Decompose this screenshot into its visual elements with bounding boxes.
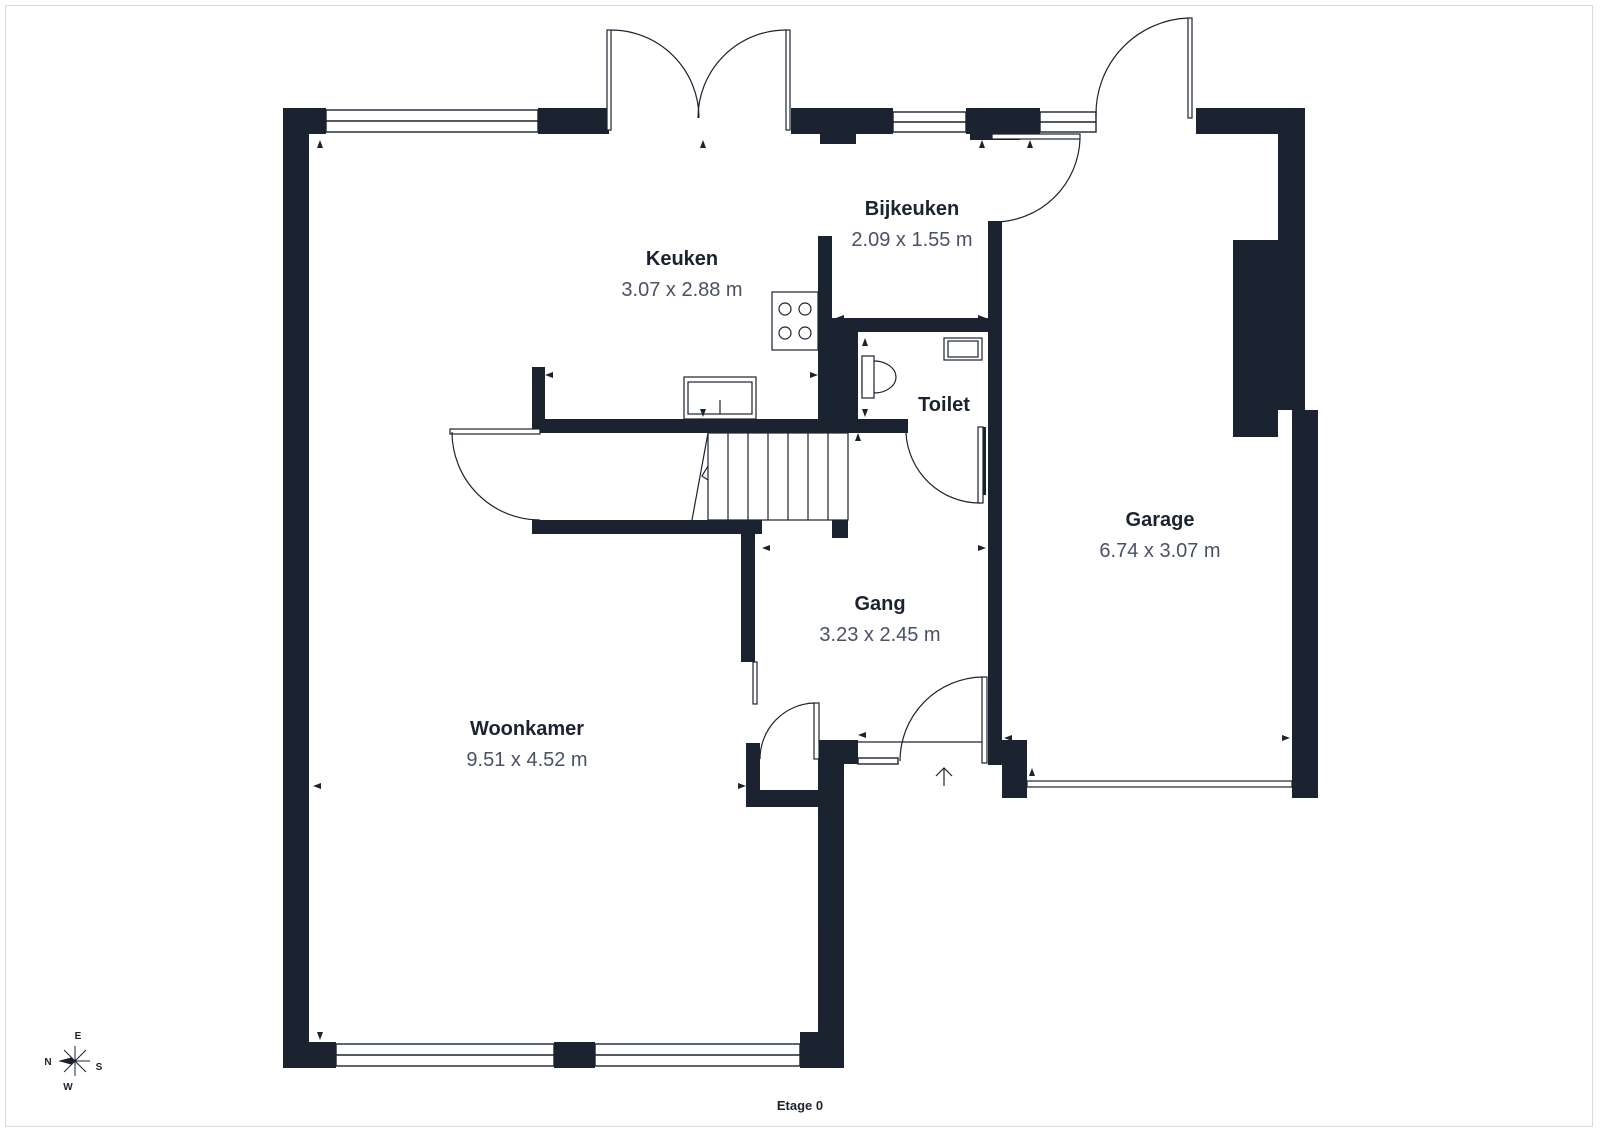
wall-bijkeuken-bottom [832,318,990,332]
garage-pillar [1233,240,1278,437]
wall-garage-left [988,221,1002,765]
room-dim-woonkamer: 9.51 x 4.52 m [466,749,587,771]
door-swing-right [697,29,787,119]
floor-label: Etage 0 [777,1098,823,1113]
wall-top-2 [538,108,609,134]
wall-bottom-3 [800,1032,844,1068]
stair-arrow [701,465,709,481]
measure-markers [313,140,1290,1040]
door-swing-left [610,29,700,119]
room-dim-gang: 3.23 x 2.45 m [819,624,940,646]
garage-door [1026,780,1293,788]
wall-top-1 [283,108,326,134]
door-swing-entry-small [759,702,815,760]
room-dim-keuken: 3.07 x 2.88 m [621,279,742,301]
window-entry [857,757,899,765]
wall-left [283,108,309,1068]
compass-north: N [44,1057,51,1068]
door-swing-toilet [905,432,981,504]
door-leaf-left [606,29,612,131]
door-leaf-garage [1187,17,1193,119]
door-leaf-gang [752,661,758,705]
wall-garage-right-upper [1278,108,1305,410]
toilet-bowl [861,360,897,394]
stair-post [832,520,848,538]
wall-top-4 [966,108,1040,134]
wall-top-3b [820,130,856,144]
door-leaf-woonkamer [449,428,541,435]
door-swing-bijkeuken [993,138,1081,223]
fixtures [683,291,983,786]
entrance-arrow [935,767,953,786]
stairs [707,432,849,521]
doors [449,17,1293,788]
room-name-woonkamer: Woonkamer [470,718,584,740]
compass-east: E [75,1031,82,1042]
wall-top-3 [791,108,893,134]
wall-garage-right-lower [1292,410,1318,798]
kitchen-sink [683,376,757,420]
cooktop [771,291,819,351]
wall-bottom-2 [554,1042,595,1068]
wall-garage-bottom-left [1002,740,1027,798]
compass-icon [58,1046,90,1076]
windows [325,109,1097,1067]
door-leaf-entry-small [813,702,820,760]
door-leaf-front [981,676,988,764]
door-swing-woonkamer [451,431,541,521]
door-swing-garage [1095,17,1189,117]
door-swing-front [899,676,983,762]
room-dim-bijkeuken: 2.09 x 1.55 m [851,229,972,251]
compass-rose: E N S W [44,1031,102,1093]
room-name-toilet: Toilet [918,394,970,416]
room-name-keuken: Keuken [646,248,718,270]
walls [283,108,1318,1068]
room-name-garage: Garage [1126,509,1195,531]
wall-bottom-1 [283,1042,336,1068]
door-leaf-bijkeuken [991,133,1081,140]
wall-gang-left [741,520,755,662]
toilet-sink [943,337,983,361]
wall-stair-stub [532,367,545,429]
wall-toilet-left [818,332,858,419]
wall-stair-top [532,419,908,433]
door-leaf-toilet [977,426,984,504]
plan-sheet [5,5,1593,1127]
room-name-bijkeuken: Bijkeuken [865,198,959,220]
door-leaf-right [785,29,791,131]
compass-west: W [63,1082,73,1093]
wall-stair-bottom [532,520,762,534]
room-name-gang: Gang [854,593,905,615]
compass-south: S [96,1062,103,1073]
room-dim-garage: 6.74 x 3.07 m [1099,540,1220,562]
